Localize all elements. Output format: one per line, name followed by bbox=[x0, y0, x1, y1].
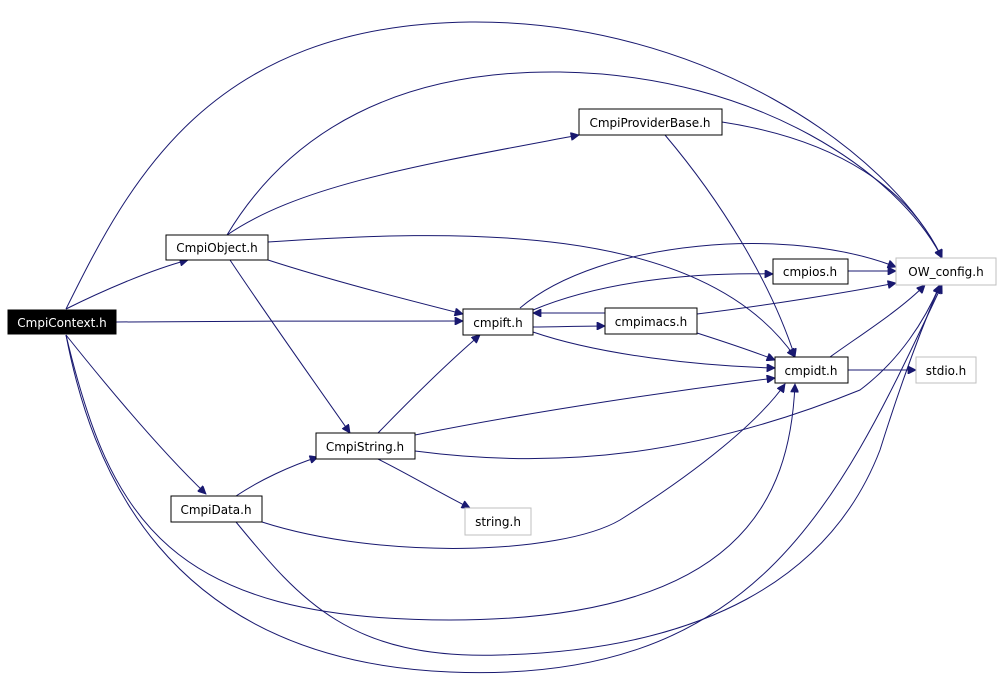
node-cmpimacs[interactable]: cmpimacs.h bbox=[604, 307, 698, 335]
edge-ctx-to-owc-top bbox=[65, 21, 942, 310]
edge-ift-to-dt bbox=[532, 331, 775, 368]
node-cmpistring[interactable]: CmpiString.h bbox=[315, 432, 416, 460]
node-label: cmpift.h bbox=[473, 316, 522, 330]
node-label: cmpios.h bbox=[783, 265, 837, 279]
node-label: OW_config.h bbox=[908, 265, 983, 279]
node-cmpiproviderbase[interactable]: CmpiProviderBase.h bbox=[578, 108, 723, 136]
node-cmpiobject[interactable]: CmpiObject.h bbox=[165, 234, 269, 261]
node-stdio[interactable]: stdio.h bbox=[915, 356, 977, 384]
edge-ctx-to-owc-bottom bbox=[65, 285, 942, 674]
node-string[interactable]: string.h bbox=[464, 507, 532, 536]
node-cmpift[interactable]: cmpift.h bbox=[462, 308, 534, 336]
node-label: cmpidt.h bbox=[785, 364, 838, 378]
edge-data-to-dt bbox=[261, 384, 785, 549]
edge-ctx-to-dt bbox=[65, 334, 795, 621]
edge-obj-to-prov bbox=[226, 135, 579, 236]
node-label: cmpimacs.h bbox=[615, 315, 688, 329]
node-label: CmpiContext.h bbox=[17, 316, 106, 330]
node-label: stdio.h bbox=[926, 364, 966, 378]
edge-ctx-to-ift bbox=[115, 321, 463, 322]
node-cmpidt[interactable]: cmpidt.h bbox=[774, 356, 849, 384]
edge-obj-to-ift bbox=[267, 259, 463, 314]
node-cmpicontext[interactable]: CmpiContext.h bbox=[7, 309, 117, 335]
edge-str-to-owc bbox=[414, 285, 940, 460]
node-label: CmpiData.h bbox=[180, 503, 251, 517]
edge-dt-to-owc bbox=[829, 285, 925, 358]
edge-data-to-str bbox=[235, 457, 318, 497]
node-cmpios[interactable]: cmpios.h bbox=[772, 258, 849, 285]
edge-ift-to-ios bbox=[532, 274, 773, 311]
nodes: CmpiContext.h CmpiObject.h CmpiProviderB… bbox=[7, 108, 997, 536]
edge-ift-to-macs bbox=[532, 326, 605, 327]
edge-prov-to-dt bbox=[664, 134, 795, 357]
edge-ctx-to-data bbox=[65, 334, 206, 494]
node-cmpidata[interactable]: CmpiData.h bbox=[170, 495, 263, 523]
edges bbox=[65, 21, 943, 674]
edge-macs-to-owc bbox=[696, 283, 896, 315]
edge-prov-to-owc bbox=[721, 121, 942, 258]
node-ow-config[interactable]: OW_config.h bbox=[895, 257, 997, 286]
edge-ctx-to-obj bbox=[65, 260, 188, 310]
edge-macs-to-dt bbox=[696, 332, 775, 360]
edge-obj-to-str bbox=[229, 259, 350, 433]
edge-str-to-string bbox=[377, 458, 470, 509]
edge-ift-to-owc bbox=[519, 243, 896, 309]
edge-obj-to-owc bbox=[226, 71, 943, 258]
edge-data-to-owc bbox=[235, 285, 940, 656]
node-label: CmpiString.h bbox=[326, 440, 404, 454]
node-label: string.h bbox=[475, 515, 521, 529]
edge-str-to-ift bbox=[377, 335, 480, 434]
edge-str-to-dt bbox=[414, 378, 775, 436]
node-label: CmpiProviderBase.h bbox=[589, 116, 710, 130]
node-label: CmpiObject.h bbox=[176, 241, 258, 255]
